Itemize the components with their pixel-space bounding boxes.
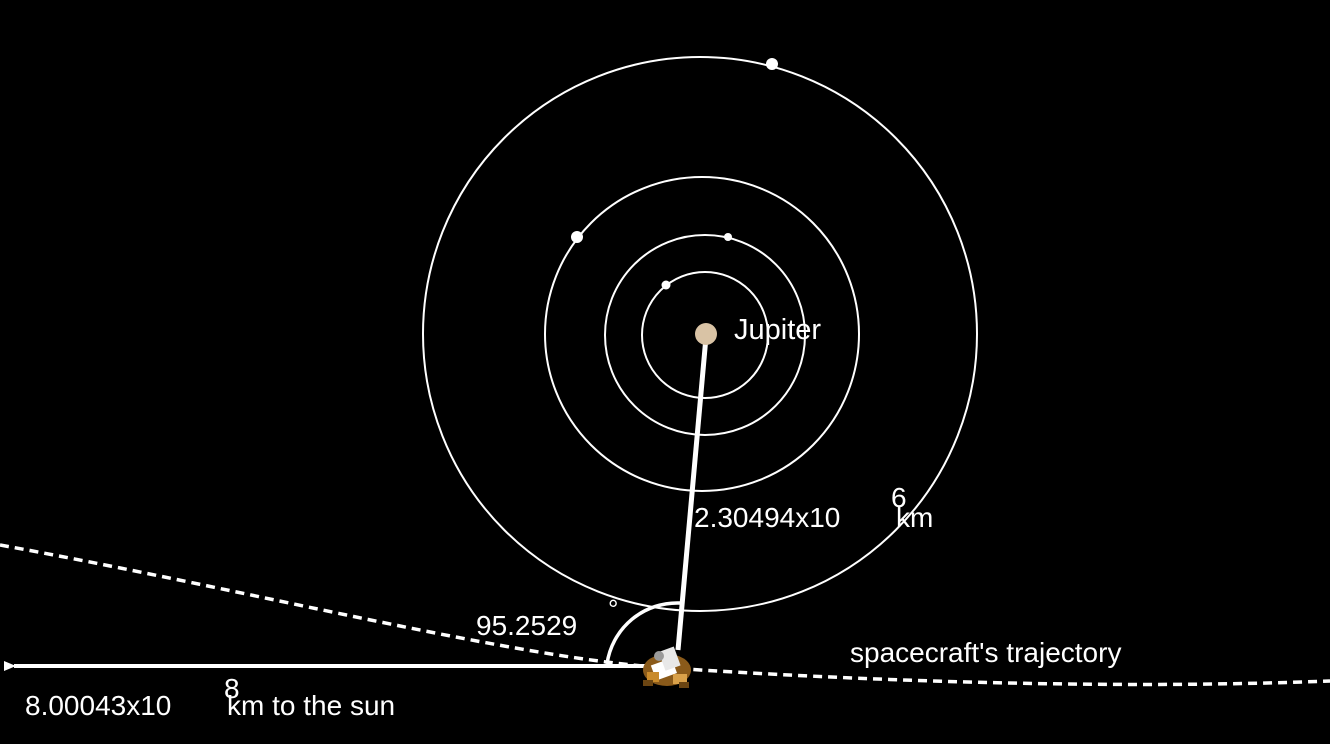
moon-4 xyxy=(766,58,778,70)
moon-1 xyxy=(661,280,671,290)
angle-arc xyxy=(605,601,681,665)
orbit-2 xyxy=(604,234,806,436)
sun-distance-mantissa: 8.00043x10 xyxy=(25,690,171,721)
moons xyxy=(571,58,778,290)
moon-3 xyxy=(571,231,583,243)
sun-distance-exponent: 8 xyxy=(224,673,240,704)
jupiter-distance-line xyxy=(675,336,709,651)
orbit-3 xyxy=(544,176,860,492)
orbit-1 xyxy=(641,271,769,399)
jupiter-planet xyxy=(695,323,717,345)
moon-2 xyxy=(724,233,732,241)
jupiter-distance-mantissa: 2.30494x10 xyxy=(694,502,840,533)
angle-degree-symbol: ° xyxy=(608,594,618,624)
trajectory-label: spacecraft's trajectory xyxy=(850,637,1121,668)
spacecraft-icon xyxy=(643,646,691,688)
jupiter-label: Jupiter xyxy=(734,314,821,346)
angle-value: 95.2529 xyxy=(476,610,577,641)
sun-distance-unit: km to the sun xyxy=(227,690,395,721)
moon-orbits xyxy=(422,56,978,612)
orbit-4 xyxy=(422,56,978,612)
jupiter-distance-unit: km xyxy=(896,502,933,533)
jupiter-distance-exponent: 6 xyxy=(891,482,907,513)
